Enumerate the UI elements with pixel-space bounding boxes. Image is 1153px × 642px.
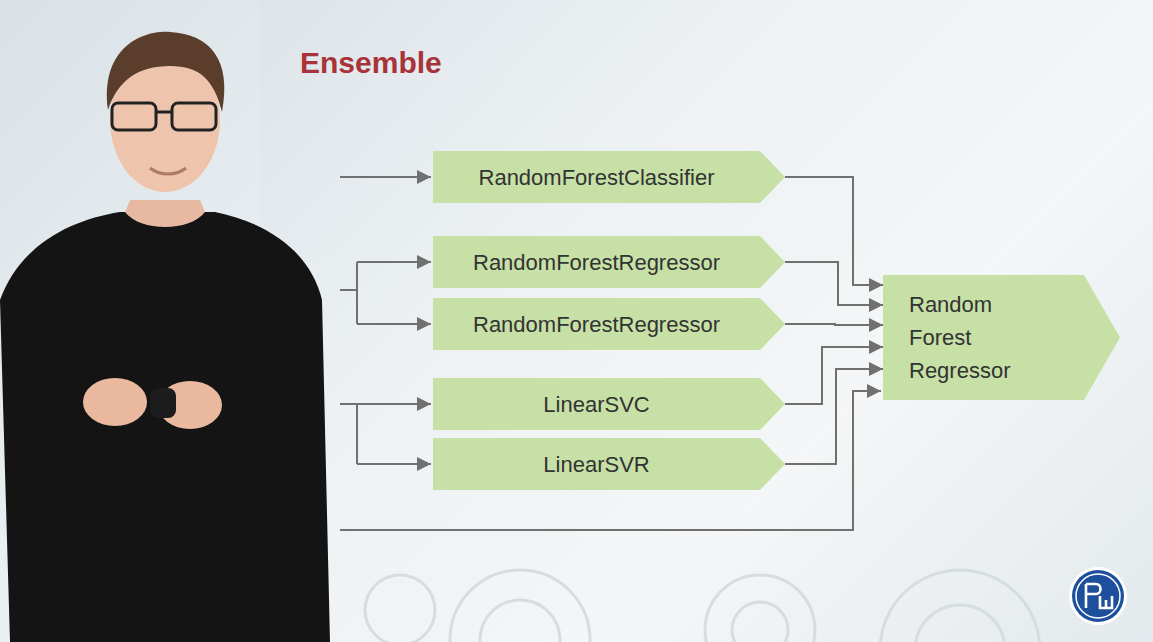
connector-arrow xyxy=(785,262,883,305)
process-box: RandomForestClassifier xyxy=(433,151,785,203)
box-fill xyxy=(433,151,785,203)
process-box: LinearSVR xyxy=(433,438,785,490)
slide-title: Ensemble xyxy=(300,46,442,80)
box-fill xyxy=(433,378,785,430)
connector-arrow xyxy=(785,177,883,285)
input-line xyxy=(340,177,881,530)
process-box: LinearSVC xyxy=(433,378,785,430)
box-label: LinearSVR xyxy=(543,448,649,481)
process-box: Random Forest Regressor xyxy=(883,275,1120,400)
box-label: Random Forest Regressor xyxy=(909,288,1034,387)
box-fill xyxy=(883,275,1120,400)
process-box: RandomForestRegressor xyxy=(433,236,785,288)
box-label: RandomForestRegressor xyxy=(473,246,720,279)
box-fill xyxy=(433,236,785,288)
university-logo xyxy=(1069,567,1127,625)
connector-arrow xyxy=(785,369,883,464)
box-label: RandomForestClassifier xyxy=(479,161,715,194)
box-label: LinearSVC xyxy=(543,388,649,421)
connector-arrow xyxy=(785,347,883,404)
process-box: RandomForestRegressor xyxy=(433,298,785,350)
box-fill xyxy=(433,298,785,350)
connector-arrow xyxy=(785,324,883,325)
box-fill xyxy=(433,438,785,490)
presenter-figure xyxy=(0,32,330,642)
gear-decoration xyxy=(365,570,1040,642)
box-label: RandomForestRegressor xyxy=(473,308,720,341)
